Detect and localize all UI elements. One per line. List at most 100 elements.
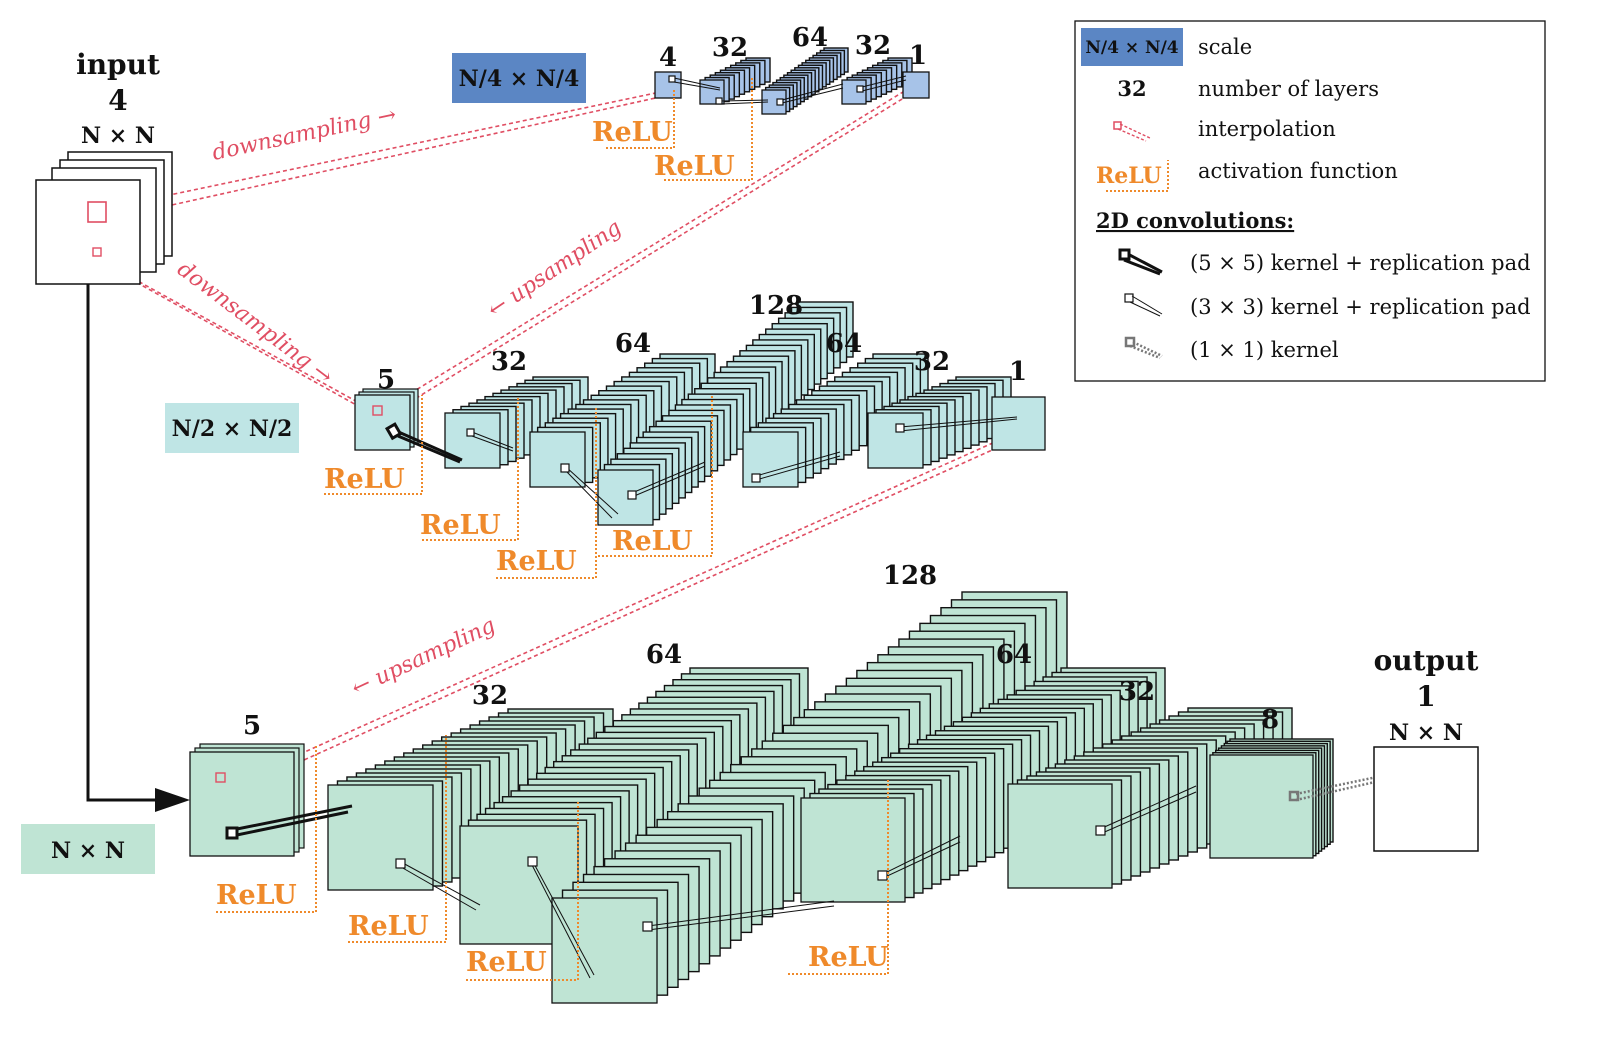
layer-count-f0: 5 xyxy=(243,711,261,741)
relu-h1: ReLU xyxy=(324,464,405,495)
interpolation-lines xyxy=(95,83,1011,797)
kernel-1x1-icon xyxy=(1124,336,1163,360)
output-channels: 1 xyxy=(1416,680,1435,713)
block-q0-front xyxy=(654,71,682,99)
block-f6 xyxy=(1209,738,1334,859)
input-title: input xyxy=(76,48,160,81)
block-q0 xyxy=(654,71,682,99)
downsampling-label-1: downsampling → xyxy=(210,102,399,165)
block-f3-front xyxy=(551,897,658,1004)
relu-h3: ReLU xyxy=(496,546,577,577)
input-stack xyxy=(35,151,173,285)
block-f4-front xyxy=(800,797,906,903)
block-q2 xyxy=(761,47,849,115)
block-h2-front xyxy=(529,431,586,488)
legend-scale-text: scale xyxy=(1198,35,1252,59)
output-size: N × N xyxy=(1389,720,1463,746)
layer-count-q4: 1 xyxy=(909,41,927,71)
block-f0 xyxy=(189,743,305,857)
layer-count-q3: 32 xyxy=(855,31,891,61)
layer-count-h2: 64 xyxy=(615,329,651,359)
legend-k5-text: (5 × 5) kernel + replication pad xyxy=(1190,251,1531,275)
scale-full-text: N × N xyxy=(51,838,125,864)
legend-interp-text: interpolation xyxy=(1198,117,1336,141)
block-h5-front xyxy=(867,412,924,469)
layer-count-q2: 64 xyxy=(792,23,828,53)
block-h0-front xyxy=(354,394,411,451)
relu-h2: ReLU xyxy=(420,510,501,541)
block-f5-front xyxy=(1007,783,1113,889)
layer-count-h4: 64 xyxy=(826,329,862,359)
kernel-3x3-icon xyxy=(1124,293,1163,317)
kernel-5x5-box-full xyxy=(225,826,239,840)
layer-count-f6: 8 xyxy=(1261,705,1279,735)
input-channels: 4 xyxy=(108,84,127,117)
legend-conv-heading: 2D convolutions: xyxy=(1096,208,1294,233)
relu-q2: ReLU xyxy=(654,151,735,182)
legend-relu-text: activation function xyxy=(1198,159,1398,183)
relu-f3: ReLU xyxy=(466,947,547,978)
block-q4-front xyxy=(902,71,930,99)
kernel-lines xyxy=(400,75,1197,979)
kernel-5x5-icon xyxy=(1118,248,1163,276)
relu-brackets xyxy=(216,76,889,981)
layer-count-h1: 32 xyxy=(491,347,527,377)
block-h6 xyxy=(991,396,1046,451)
downsampling-label-2: downsampling → xyxy=(172,257,337,390)
output-title: output xyxy=(1374,644,1479,677)
block-f1-front xyxy=(327,784,434,891)
scale-quarter-text: N/4 × N/4 xyxy=(459,66,580,92)
output-block xyxy=(1373,746,1479,852)
skip-arrow xyxy=(86,284,190,812)
layer-count-f3: 128 xyxy=(883,561,937,591)
kernel-small-squares xyxy=(395,75,1106,932)
block-f6-front xyxy=(1209,754,1314,859)
block-h3-front xyxy=(597,469,654,526)
layer-count-q1: 32 xyxy=(712,33,748,63)
layer-count-h3: 128 xyxy=(749,291,803,321)
relu-h4: ReLU xyxy=(612,526,693,557)
block-h3 xyxy=(597,301,854,526)
layer-count-h5: 32 xyxy=(914,347,950,377)
legend-layers-swatch: 32 xyxy=(1117,76,1146,101)
block-f0-front xyxy=(189,751,295,857)
legend-relu-bracket xyxy=(1106,160,1169,192)
layer-count-q0: 4 xyxy=(659,43,677,73)
block-q1 xyxy=(699,57,771,105)
legend-layers-text: number of layers xyxy=(1198,77,1379,101)
relu-f2: ReLU xyxy=(348,911,429,942)
legend-scale-swatch-text: N/4 × N/4 xyxy=(1085,38,1178,58)
block-h4-front xyxy=(742,431,799,488)
scale-label-half: N/2 × N/2 xyxy=(165,403,299,453)
relu-q1: ReLU xyxy=(592,117,673,148)
relu-f4: ReLU xyxy=(808,942,889,973)
layer-count-h6: 1 xyxy=(1009,357,1027,387)
scale-label-quarter: N/4 × N/4 xyxy=(452,53,586,103)
layer-blocks xyxy=(189,47,1334,1004)
legend-k3-text: (3 × 3) kernel + replication pad xyxy=(1190,295,1531,319)
kernel-5x5-box-half xyxy=(384,422,403,441)
block-q4 xyxy=(902,71,930,99)
legend-relu-swatch: ReLU xyxy=(1096,163,1162,189)
layer-count-f4: 64 xyxy=(996,640,1032,670)
legend-scale-swatch xyxy=(1081,28,1183,66)
layer-count-f2: 64 xyxy=(646,640,682,670)
layer-count-h0: 5 xyxy=(377,365,395,395)
block-h6-front xyxy=(991,396,1046,451)
legend-k1-text: (1 × 1) kernel xyxy=(1190,338,1339,362)
relu-f1: ReLU xyxy=(216,880,297,911)
block-h4 xyxy=(742,353,929,488)
block-f4 xyxy=(800,667,1166,903)
kernel-5x5-lines xyxy=(231,428,463,838)
legend-interp-icon xyxy=(1113,121,1151,142)
interp-marker-full xyxy=(215,772,226,783)
layer-count-f1: 32 xyxy=(472,681,508,711)
block-q3 xyxy=(841,57,913,105)
layer-count-f5: 32 xyxy=(1119,677,1155,707)
scale-half-text: N/2 × N/2 xyxy=(172,416,293,442)
input-size: N × N xyxy=(81,123,155,149)
scale-label-full: N × N xyxy=(21,824,155,874)
upsampling-label-1: ← upsampling xyxy=(483,215,626,323)
interp-marker-half xyxy=(372,405,383,416)
